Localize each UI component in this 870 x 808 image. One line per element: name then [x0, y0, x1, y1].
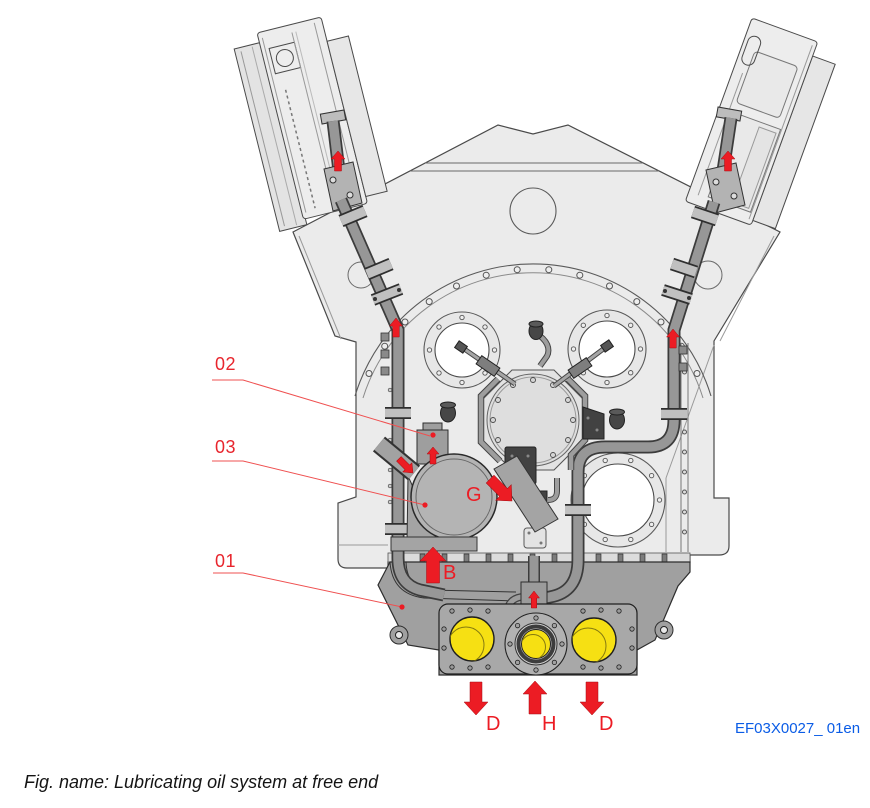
flow-label-h: H [542, 713, 557, 735]
bottom-connection-plate [438, 603, 638, 676]
callout-leader-lines [212, 379, 431, 608]
figure-caption: Fig. name: Lubricating oil system at fre… [24, 772, 379, 792]
flow-arrow-g-icon [485, 474, 513, 502]
flow-arrows [330, 150, 736, 716]
callout-dots [399, 432, 436, 610]
flow-arrow-up-right-pipe-icon [665, 328, 681, 349]
flow-arrow-up-right-top-icon [720, 150, 736, 172]
pipe-flanges-right [565, 205, 720, 516]
flow-arrow-up-left-pipe-icon [388, 317, 404, 338]
oil-port-left [449, 616, 495, 662]
center-flange-cover [482, 369, 584, 471]
lifting-hole [509, 187, 557, 235]
cooler-unit-left [233, 17, 388, 233]
flow-arrow-b-icon [419, 546, 447, 584]
pump-bracket-plate [493, 455, 559, 533]
oil-pipe-left [319, 109, 446, 602]
flow-label-d-right: D [599, 713, 614, 735]
oil-port-center [504, 612, 568, 676]
flow-arrow-d-right-icon [579, 681, 605, 716]
flow-label-d-left: D [486, 713, 501, 735]
oil-pipe-right [543, 106, 746, 605]
oil-port-right [571, 617, 617, 663]
flow-arrow-up-sleeve-icon [527, 590, 541, 609]
flow-arrow-up-valve-icon [426, 446, 440, 465]
junction-box-right [582, 406, 605, 440]
flow-arrow-diagonal-inlet-icon [396, 456, 414, 474]
callout-label-01: 01 [215, 551, 237, 571]
pipe-flanges-left [338, 205, 411, 535]
flow-arrow-h-icon [522, 680, 548, 715]
flow-label-b: B [443, 562, 457, 584]
callout-label-02: 02 [215, 354, 237, 374]
flow-arrow-up-left-top-icon [330, 150, 346, 172]
pump-housing [410, 453, 498, 541]
crankcase-opening-lower-right [570, 452, 666, 548]
figure-reference: EF03X0027_ 01en [735, 720, 861, 737]
flow-label-g: G [466, 484, 482, 506]
callout-label-03: 03 [215, 437, 237, 457]
flow-arrow-d-left-icon [463, 681, 489, 716]
